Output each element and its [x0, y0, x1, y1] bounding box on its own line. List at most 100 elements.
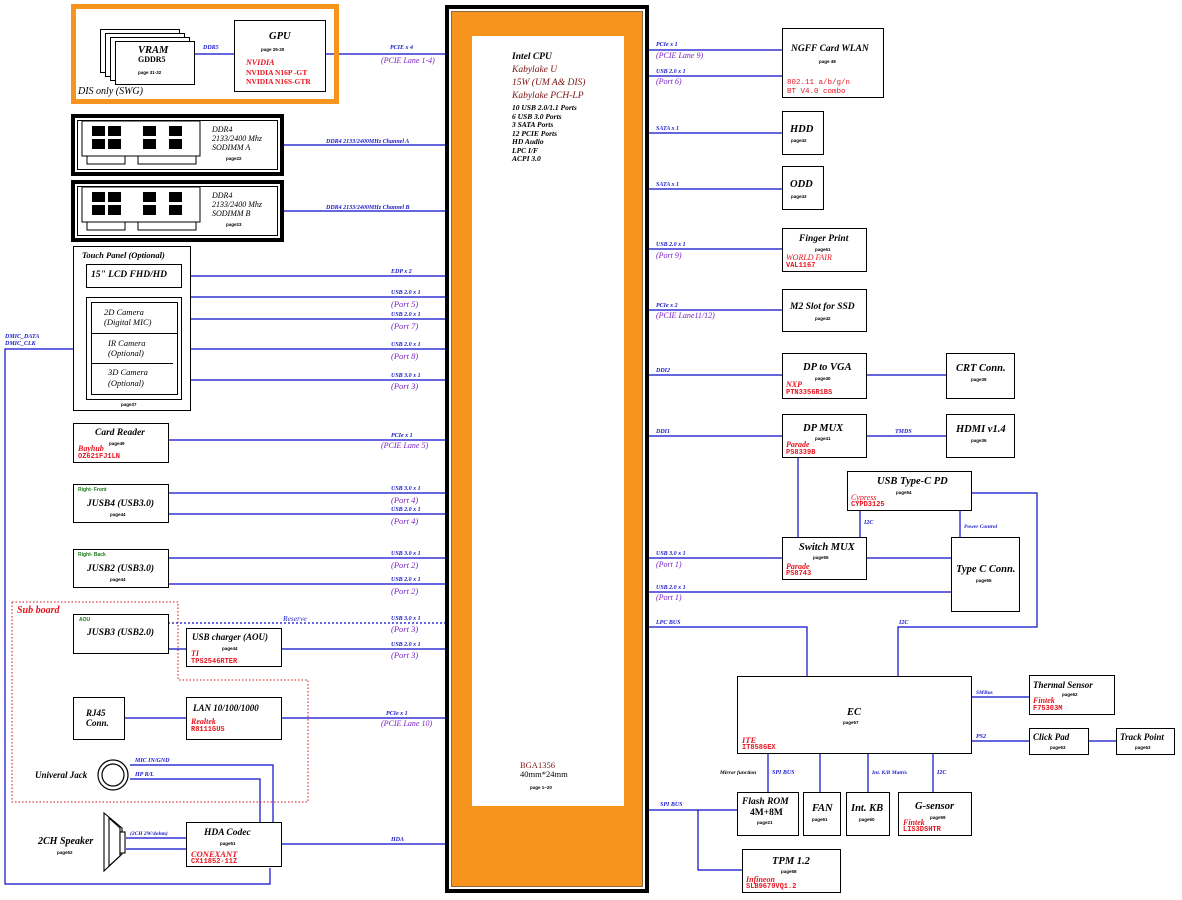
gpu-part-1: NVIDIA N16P -GT	[246, 68, 308, 77]
lcd-label: 15" LCD FHD/HD	[91, 270, 167, 280]
finger-title: Finger Print	[799, 234, 849, 244]
jusb4-title: JUSB4 (USB3.0)	[87, 499, 155, 509]
camera-2d[interactable]: 2D Camera (Digital MIC)	[91, 302, 178, 334]
camera-3d[interactable]: 3D Camera (Optional)	[91, 364, 178, 394]
dp-vga-title: DP to VGA	[803, 362, 852, 373]
gpu-pcie-detail: (PCIE Lane 1-4)	[381, 56, 435, 65]
jusb3-box[interactable]: AOU JUSB3 (USB2.0)	[73, 614, 169, 654]
ddi2-label: DDI2	[656, 368, 671, 374]
jusb3-port1: (Port 3)	[391, 624, 419, 634]
typec-conn-box[interactable]: Type C Conn. page55	[951, 537, 1020, 612]
touch-panel-label: Touch Panel (Optional)	[82, 250, 165, 260]
camera-2d-l1: 2D Camera	[104, 307, 144, 317]
click-pad-box[interactable]: Click Pad page63	[1029, 728, 1089, 755]
jusb3-port2: (Port 3)	[391, 650, 419, 660]
codec-vendor: CONEXANT	[191, 849, 238, 859]
flash-rom-box[interactable]: Flash ROM 4M+8M page21	[737, 792, 799, 836]
wlan-box[interactable]: NGFF Card WLAN page 48 802.11 a/b/g/n BT…	[782, 28, 884, 98]
rj45-box[interactable]: RJ45 Conn.	[73, 697, 125, 740]
ps2-label: PS2	[976, 734, 987, 740]
dp-mux-box[interactable]: DP MUX page41 Parade PS8339B	[782, 414, 867, 458]
jack-mic: MIC IN/GND	[135, 758, 170, 764]
sodimm-b-line2: 2133/2400 Mhz	[212, 200, 262, 209]
cpu-feature: 3 SATA Ports	[512, 120, 554, 129]
vram-box[interactable]: VRAM GDDR5 page 31-32	[115, 41, 195, 85]
cpu-box[interactable]	[445, 5, 649, 893]
dmic-clk: DMIC_CLK	[5, 341, 36, 347]
hdmi-box[interactable]: HDMI v1.4 page36	[946, 414, 1015, 458]
port5-port: (Port 5)	[391, 299, 419, 309]
jusb3-bus1: USB 3.0 x 1	[391, 616, 421, 622]
tpm-box[interactable]: TPM 1.2 page58 Infineon SLB9670VQ1.2	[742, 849, 841, 893]
tpm-part: SLB9670VQ1.2	[746, 883, 797, 891]
codec-page: page51	[220, 841, 236, 846]
wlan-part2: BT V4.0 combo	[787, 88, 846, 96]
sodimm-b-link: DDR4 2133/2400MHz Channel B	[326, 205, 410, 211]
cpu-package-size: 40mm*24mm	[520, 769, 568, 779]
lan-box[interactable]: LAN 10/100/1000 Realtek R8111GUS	[186, 697, 282, 740]
ec-box[interactable]: EC page57 ITE IT8586EX	[737, 676, 972, 754]
jusb3-bus2: USB 2.0 x 1	[391, 642, 421, 648]
usb-typec-pd-box[interactable]: USB Type-C PD page54 Cypress CYPD3125	[847, 471, 972, 511]
intkb-title: Int. KB	[851, 803, 884, 814]
jusb2-box[interactable]: Right- Back JUSB2 (USB3.0) page44	[73, 549, 169, 588]
dimm-icon-b	[81, 186, 201, 231]
jack-title: Univeral Jack	[35, 770, 88, 780]
switch-mux-box[interactable]: Switch MUX page55 Parade PS8743	[782, 537, 867, 580]
sodimm-a-box[interactable]	[71, 114, 284, 176]
odd-page: page43	[791, 194, 807, 199]
dp-mux-part: PS8339B	[786, 449, 816, 457]
tpm-page: page58	[781, 869, 797, 874]
dmic-data: DMIC_DATA	[5, 334, 40, 340]
gsensor-vendor: Fintek	[903, 818, 925, 827]
codec-title: HDA Codec	[204, 828, 251, 838]
lan-vendor: Realtek	[191, 717, 216, 726]
gpu-vendor: NVIDIA	[246, 58, 275, 67]
dis-group	[71, 4, 339, 104]
sub-board-label: Sub board	[17, 605, 60, 616]
cpu-features: 10 USB 2.0/1.1 Ports 6 USB 3.0 Ports 3 S…	[512, 103, 577, 164]
gpu-box[interactable]: GPU page 25-30 NVIDIA NVIDIA N16P -GT NV…	[234, 20, 326, 92]
wire-mic	[130, 764, 274, 823]
track-point-box[interactable]: Track Point page63	[1116, 728, 1175, 755]
vram-subtitle: GDDR5	[138, 55, 166, 64]
cpu-feature: 12 PCIE Ports	[512, 128, 558, 138]
sodimm-b-box[interactable]	[71, 180, 284, 242]
cpu-line-tdp: 15W (UM A& DIS)	[512, 78, 586, 88]
finger-vendor: WORLD FAIR	[786, 253, 832, 262]
trackpoint-title: Track Point	[1120, 732, 1164, 742]
wlan-title: NGFF Card WLAN	[791, 44, 869, 54]
usb-charger-box[interactable]: USB charger (AOU) page44 TI TPS2546RTER	[186, 628, 282, 667]
flash-l2: 4M+8M	[750, 808, 783, 818]
jusb3-title: JUSB3 (USB2.0)	[87, 628, 155, 638]
jack-hp: HP R/L	[135, 772, 154, 778]
jusb2-tag: Right- Back	[78, 552, 106, 558]
hdd-box[interactable]: HDD page42	[782, 111, 824, 155]
lcd-box[interactable]: 15" LCD FHD/HD	[86, 264, 182, 288]
g-sensor-box[interactable]: G-sensor page59 Fintek LIS3DSHTR	[898, 792, 972, 836]
dp-to-vga-box[interactable]: DP to VGA page40 NXP PTN3356R1BS	[782, 353, 867, 399]
camera-3d-l2: (Optional)	[108, 378, 144, 388]
hda-codec-box[interactable]: HDA Codec page51 CONEXANT CX11852-11Z	[186, 822, 282, 867]
camera-group-inner	[91, 302, 178, 395]
lan-bus: PCIe x 1	[386, 711, 408, 717]
crt-conn-box[interactable]: CRT Conn. page39	[946, 353, 1015, 399]
fan-page: page61	[812, 817, 828, 822]
odd-box[interactable]: ODD page43	[782, 166, 824, 210]
port3-bus: USB 3.0 x 1	[391, 373, 421, 379]
thermal-sensor-box[interactable]: Thermal Sensor page62 Fintek F75303M	[1029, 675, 1115, 715]
jusb2-bus1: USB 3.0 x 1	[391, 551, 421, 557]
jusb4-box[interactable]: Right- Front JUSB4 (USB3.0) page44	[73, 484, 169, 523]
tpm-title: TPM 1.2	[772, 856, 810, 867]
camera-ir[interactable]: IR Camera (Optional)	[91, 333, 173, 364]
m2-ssd-box[interactable]: M2 Slot for SSD page42	[782, 289, 867, 332]
finger-print-box[interactable]: Finger Print page61 WORLD FAIR VAL1167	[782, 228, 867, 272]
m2-page: page42	[815, 316, 831, 321]
int-kb-box[interactable]: Int. KB page60	[846, 792, 890, 836]
tmds-label: TMDS	[895, 429, 912, 435]
card-reader-box[interactable]: Card Reader page49 Bayhub OZ621FJ1LN	[73, 423, 169, 463]
clickpad-page: page63	[1050, 745, 1066, 750]
switch-usb20-bus: USB 2.0 x 1	[656, 585, 686, 591]
fan-box[interactable]: FAN page61	[803, 792, 841, 836]
